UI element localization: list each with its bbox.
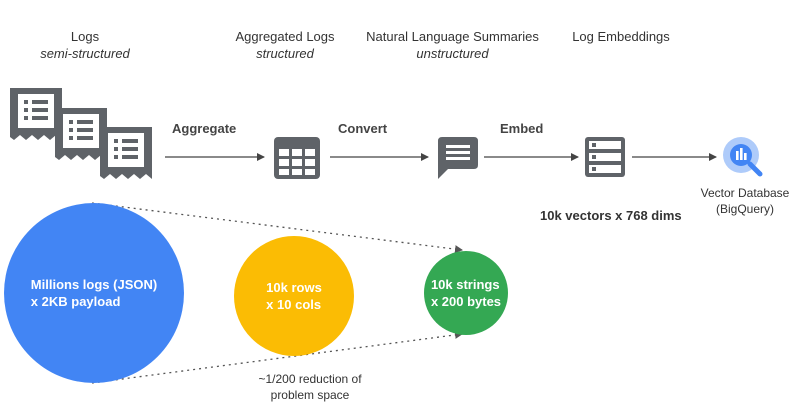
circle-millions-line2: x 2KB payload [30, 294, 121, 309]
circle-rows-line2: x 10 cols [266, 297, 322, 312]
reduction-caption: ~1/200 reduction of problem space [240, 371, 380, 403]
receipt-icon [55, 108, 107, 160]
step-embed-label: Embed [500, 121, 544, 136]
vector-db-line2: (BigQuery) [715, 202, 774, 216]
vector-db-label: Vector Database (BigQuery) [695, 185, 795, 217]
table-icon [274, 137, 320, 179]
circle-millions-logs: Millions logs (JSON) x 2KB payload [4, 203, 184, 383]
header-summaries: Natural Language Summaries unstructured [360, 28, 545, 62]
circle-rows: 10k rows x 10 cols [234, 236, 354, 356]
header-logs: Logs semi-structured [40, 28, 130, 62]
header-summaries-title: Natural Language Summaries [366, 29, 539, 44]
circle-strings: 10k strings x 200 bytes [424, 251, 508, 335]
vector-db-line1: Vector Database [700, 186, 790, 200]
header-summaries-subtitle: unstructured [416, 46, 489, 61]
funnel-line-bottom [91, 330, 463, 384]
funnel-line-top [91, 202, 463, 254]
circle-millions-line1: Millions logs (JSON) [30, 277, 158, 292]
header-logs-title: Logs [70, 29, 100, 44]
header-aggregated-subtitle: structured [256, 46, 314, 61]
header-embeddings: Log Embeddings [562, 28, 680, 45]
receipt-icon [100, 127, 152, 179]
receipt-icon [10, 88, 62, 140]
header-logs-subtitle: semi-structured [40, 46, 130, 61]
bigquery-icon [723, 137, 763, 177]
vectors-size-label: 10k vectors x 768 dims [540, 208, 682, 223]
reduction-line2: problem space [270, 388, 350, 402]
header-embeddings-title: Log Embeddings [572, 29, 670, 44]
reduction-line1: ~1/200 reduction of [258, 372, 362, 386]
step-aggregate-label: Aggregate [172, 121, 237, 136]
circle-rows-line1: 10k rows [266, 280, 322, 295]
step-convert-label: Convert [338, 121, 388, 136]
circle-strings-line1: 10k strings [430, 277, 500, 292]
circle-strings-line2: x 200 bytes [430, 294, 502, 309]
header-aggregated: Aggregated Logs structured [225, 28, 345, 62]
storage-icon [585, 137, 625, 177]
chat-bubble-icon [438, 137, 478, 179]
header-aggregated-title: Aggregated Logs [235, 29, 335, 44]
